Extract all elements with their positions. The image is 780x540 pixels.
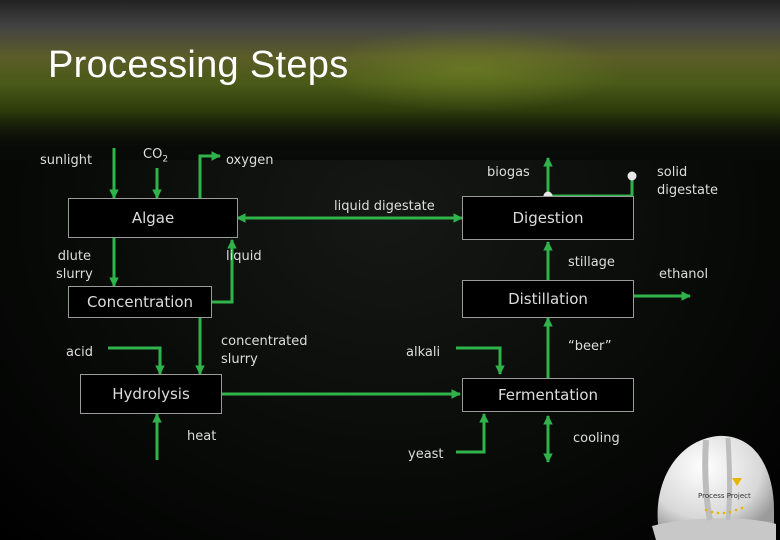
label-solid-digestate-line2: digestate <box>657 183 719 198</box>
label-biogas: biogas <box>487 165 530 180</box>
label-cooling: cooling <box>573 431 620 446</box>
label-stillage: stillage <box>568 255 615 270</box>
label-dilute-slurry: dlute slurry <box>56 248 93 284</box>
digestion-box: Digestion <box>462 196 634 240</box>
label-acid: acid <box>66 345 93 360</box>
label-liquid-digestate: liquid digestate <box>334 199 435 214</box>
label-dilute-slurry-line2: slurry <box>56 267 93 282</box>
fermentation-box: Fermentation <box>462 378 634 412</box>
label-oxygen: oxygen <box>226 153 274 168</box>
arrow-solid-digestate <box>548 180 634 198</box>
label-solid-digestate-line1: solid <box>657 165 688 180</box>
label-liquid: liquid <box>226 249 262 264</box>
label-concentrated-slurry-line2: slurry <box>221 352 258 367</box>
hard-hat-logo-text: Process Project <box>698 492 751 500</box>
label-co2: CO2 <box>143 147 169 165</box>
arrow-oxygen <box>198 151 221 198</box>
concentration-box: Concentration <box>68 286 212 318</box>
label-dilute-slurry-line1: dlute <box>57 249 91 264</box>
arrow-alkali <box>456 346 505 375</box>
hydrolysis-box: Hydrolysis <box>80 374 222 414</box>
distillation-box: Distillation <box>462 280 634 318</box>
label-concentrated-slurry: concentrated slurry <box>221 333 307 369</box>
label-solid-digestate: solid digestate <box>657 164 718 200</box>
arrow-yeast <box>456 413 489 454</box>
label-ethanol: ethanol <box>659 267 709 282</box>
arrow-liquid <box>212 239 237 304</box>
label-beer: “beer” <box>568 339 612 354</box>
banner-fade <box>0 110 780 160</box>
hard-hat-logo: Process Project <box>652 435 776 540</box>
arrow-acid <box>108 346 165 375</box>
label-sunlight: sunlight <box>40 153 93 168</box>
junction-dot-solid <box>627 171 637 181</box>
label-heat: heat <box>187 429 217 444</box>
label-yeast: yeast <box>408 447 444 462</box>
page-title: Processing Steps <box>48 44 349 86</box>
label-concentrated-slurry-line1: concentrated <box>221 334 308 349</box>
algae-box: Algae <box>68 198 238 238</box>
label-alkali: alkali <box>406 345 441 360</box>
